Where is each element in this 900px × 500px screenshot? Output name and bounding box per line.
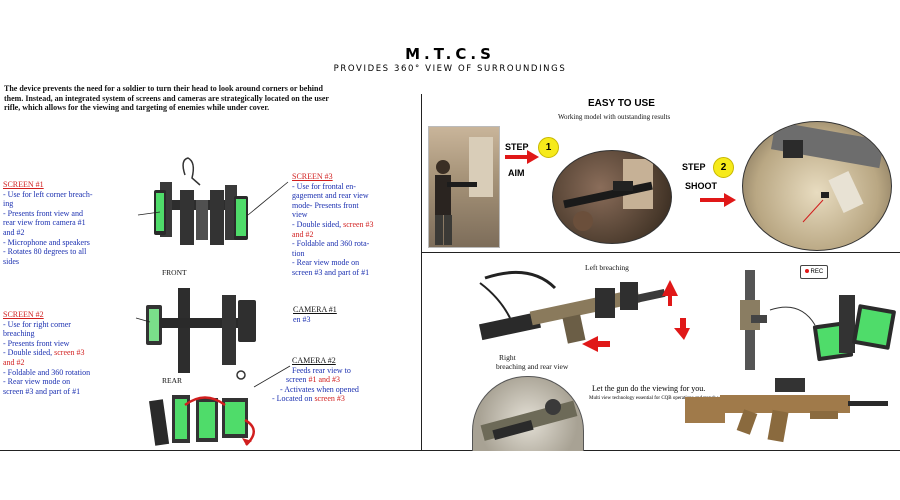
rear-label: REAR <box>162 376 183 385</box>
screen3-line: - Double sided, screen #3 <box>292 219 374 229</box>
red-direction-arrows-icon <box>582 280 690 352</box>
intro-paragraph: The device prevents the need for a soldi… <box>4 84 329 113</box>
camera2-heading: CAMERA #2 <box>292 356 336 365</box>
screen2-line: and #2 <box>3 357 25 367</box>
screen2-line: - Foldable and 360 rotation <box>3 367 91 377</box>
soldier-photo <box>428 126 500 248</box>
screen2-line: - Presents front view <box>3 338 70 348</box>
screen3-line: mode- Presents front <box>292 200 359 210</box>
screen3-line: tion <box>292 248 305 258</box>
vertical-divider <box>421 94 422 450</box>
screen3-line: gagement and rear view <box>292 191 369 201</box>
screen2-line: screen #3 and part of #1 <box>3 386 81 396</box>
screen3-line: - Rear view mode on <box>292 258 360 268</box>
rifle-closeup-photo <box>472 376 584 451</box>
step1-action: AIM <box>508 168 525 178</box>
breaching-rifle-illustration <box>478 270 666 344</box>
step2-label: STEP <box>682 162 706 172</box>
horizontal-divider-right <box>422 252 900 253</box>
screen3-line: and #2 <box>292 229 314 239</box>
bottom-rule <box>0 450 900 451</box>
page-title: M.T.C.S <box>405 45 495 63</box>
tan-rifle-illustration <box>685 378 888 443</box>
tagline-small: Multi view technology essential for CQB … <box>589 396 734 401</box>
aim-photo <box>552 150 672 244</box>
screen2-line: - Double sided, screen #3 <box>3 348 85 358</box>
right-breaching-label-line2: breaching and rear view <box>496 362 569 371</box>
shoot-photo <box>742 121 892 251</box>
screen3-description: SCREEN #3 - Use for frontal en- gagement… <box>292 172 417 278</box>
rec-badge: REC <box>800 265 828 279</box>
screen2-line: - Rear view mode on <box>3 377 71 387</box>
screen3-line: view <box>292 210 308 220</box>
screen3-line: - Foldable and 360 rota- <box>292 239 370 249</box>
screen1-line: ing <box>3 199 14 209</box>
easy-to-use-heading: EASY TO USE <box>588 98 655 109</box>
step2-badge: 2 <box>713 157 734 178</box>
screen2-description: SCREEN #2 - Use for right corner breachi… <box>3 310 133 396</box>
camera2-line: screen #1 and #3 <box>286 375 340 385</box>
step2-action: SHOOT <box>685 181 718 191</box>
screen3-heading: SCREEN #3 <box>292 172 333 181</box>
screen1-line: - Presents front view and <box>3 208 83 218</box>
right-breaching-label-line1: Right <box>499 353 516 362</box>
screen2-line: - Use for right corner <box>3 319 71 329</box>
screen2-line: breaching <box>3 329 35 339</box>
camera2-line: Feeds rear view to <box>292 365 351 375</box>
screen3-line: - Use for frontal en- <box>292 181 356 191</box>
screen1-description: SCREEN #1 - Use for left corner breach- … <box>3 180 133 266</box>
camera2-line: - Activates when opened <box>280 384 359 394</box>
vertical-rifle-screens-illustration <box>740 270 896 370</box>
screen3-line: screen #3 and part of #1 <box>292 267 370 277</box>
step1-label: STEP <box>505 142 529 152</box>
tagline-main: Let the gun do the viewing for you. <box>592 384 706 393</box>
rec-dot-icon <box>804 269 809 274</box>
step1-badge: 1 <box>538 137 559 158</box>
step1-arrow-icon <box>505 150 539 164</box>
screen1-line: rear view from camera #1 <box>3 218 86 228</box>
screen1-heading: SCREEN #1 <box>3 180 44 189</box>
left-breaching-label: Left breaching <box>585 263 629 272</box>
page-subtitle: PROVIDES 360° VIEW OF SURROUNDINGS <box>333 64 567 74</box>
device-front-illustration <box>154 157 248 245</box>
screen1-line: - Use for left corner breach- <box>3 189 93 199</box>
easy-to-use-subheading: Working model with outstanding results <box>558 113 671 121</box>
screen1-line: - Microphone and speakers <box>3 237 90 247</box>
device-rear-illustration <box>146 288 256 380</box>
rec-label: REC <box>810 269 824 275</box>
camera1-heading: CAMERA #1 <box>293 305 337 314</box>
device-illustrations <box>135 157 291 446</box>
screen2-heading: SCREEN #2 <box>3 310 44 319</box>
camera2-description: CAMERA #2 Feeds rear view to screen #1 a… <box>272 356 390 404</box>
step2-arrow-icon <box>700 193 736 207</box>
front-label: FRONT <box>162 268 187 277</box>
camera1-description: CAMERA #1 en #3 <box>293 305 383 324</box>
screen1-line: sides <box>3 256 19 266</box>
camera1-line: en #3 <box>293 314 311 324</box>
folding-screens-illustration <box>149 395 255 446</box>
camera2-line: - Located on screen #3 <box>272 394 345 404</box>
screen1-line: and #2 <box>3 227 25 237</box>
screen1-line: - Rotates 80 degrees to all <box>3 247 87 257</box>
